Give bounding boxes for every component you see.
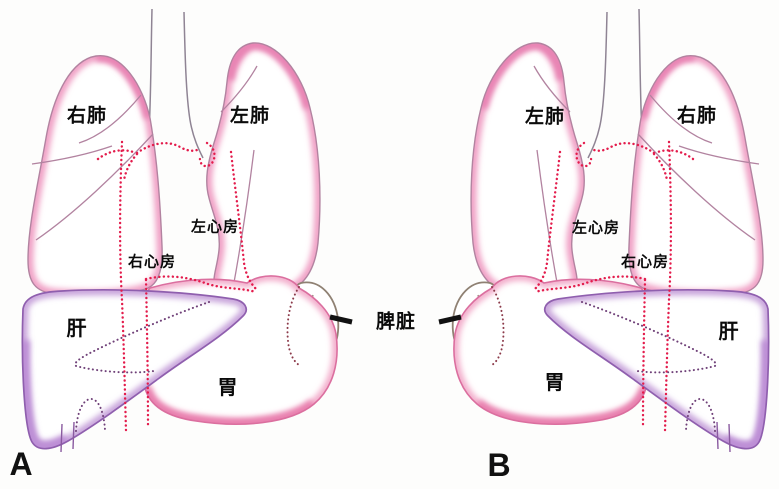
label-b-right-lung: 右肺 [676, 105, 718, 127]
label-b-left-atrium: 左心房 [571, 219, 621, 237]
panel-b-letter: B [487, 447, 511, 483]
label-b-right-atrium: 右心房 [620, 253, 670, 271]
panel-a-illustration [22, 9, 352, 452]
label-b-stomach: 胃 [544, 372, 566, 394]
label-a-left-atrium: 左心房 [190, 218, 240, 236]
label-b-left-lung: 左肺 [524, 106, 566, 128]
label-a-left-lung: 左肺 [229, 105, 271, 127]
label-a-right-lung: 右肺 [66, 105, 108, 127]
panel-a-letter: A [9, 446, 33, 482]
label-spleen: 脾脏 [375, 311, 417, 333]
label-a-right-atrium: 右心房 [127, 253, 177, 271]
label-b-liver: 肝 [718, 321, 740, 343]
label-a-stomach: 胃 [217, 377, 239, 399]
label-a-liver: 肝 [66, 318, 88, 340]
